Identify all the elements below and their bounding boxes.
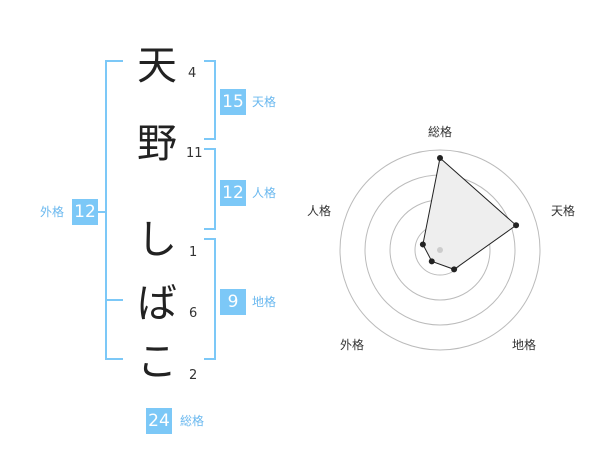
gaikaku-bracket-tick [105,299,123,301]
radar-axis-label-jinkaku: 人格 [307,204,332,218]
gaikaku-label: 外格 [40,205,65,219]
name-char-2: 野 [137,121,177,167]
radar-axis-label-chikaku: 地格 [512,338,537,352]
soukaku-score: 24 [146,408,172,434]
name-char-5: こ [137,339,177,385]
jinkaku-bracket [204,148,216,230]
stroke-count-4: 6 [189,306,198,321]
radar-point-4 [428,258,435,265]
stroke-count-5: 2 [189,368,198,383]
radar-axis-label-tenkaku: 天格 [551,204,576,218]
name-char-3: し [137,217,177,263]
name-char-1: 天 [137,43,177,89]
radar-center-dot [437,247,443,253]
stroke-count-1: 4 [188,66,197,81]
gaikaku-bracket [105,60,123,360]
chikaku-bracket [204,238,216,360]
jinkaku-score: 12 [220,180,246,206]
radar-ring-4 [339,149,541,351]
jinkaku-label: 人格 [252,186,277,200]
soukaku-label: 総格 [180,414,205,428]
stroke-count-2: 11 [186,146,203,161]
stroke-count-3: 1 [189,245,198,260]
tenkaku-bracket [204,60,216,140]
radar-axis-label-gaikaku: 外格 [340,338,365,352]
chikaku-score: 9 [220,289,246,315]
tenkaku-score: 15 [220,89,246,115]
tenkaku-label: 天格 [252,95,277,109]
radar-point-2 [513,222,520,229]
chikaku-label: 地格 [252,295,277,309]
radar-points [419,155,520,273]
radar-area [422,157,517,270]
radar-point-5 [419,241,426,248]
radar-point-3 [451,266,458,273]
gaikaku-bracket-arm [95,211,106,213]
radar-point-1 [437,155,443,161]
name-char-4: ば [137,281,177,327]
gaikaku-score: 12 [72,199,98,225]
radar-axis-label-soukaku: 総格 [428,125,453,139]
